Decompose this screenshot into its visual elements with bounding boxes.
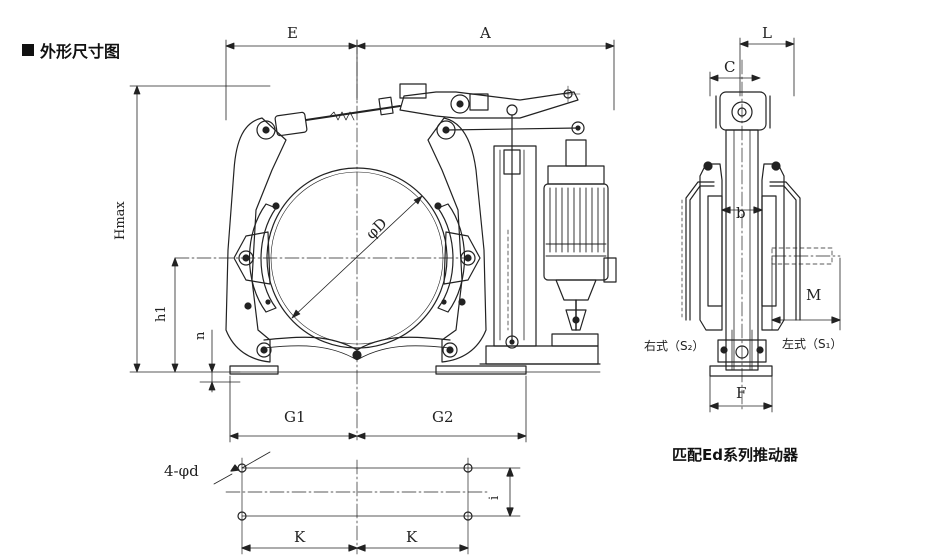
- label-L: L: [762, 24, 772, 42]
- left-base-plate: [229, 365, 279, 375]
- label-Hmax: Hmax: [113, 201, 128, 240]
- rod-joint: [506, 104, 518, 116]
- left-bottom-pin: [256, 342, 272, 358]
- thruster-fins: [545, 187, 607, 257]
- lower-linkage: [263, 336, 451, 351]
- label-left-type: 左式（S₁）: [782, 336, 842, 351]
- right-brake-arm: [427, 117, 487, 363]
- side-left-lining: [707, 195, 723, 307]
- right-bottom-pin: [442, 342, 458, 358]
- label-C: C: [724, 58, 735, 76]
- left-brake-shoe: [248, 203, 277, 313]
- side-left-shoe: [699, 163, 723, 331]
- right-shoe-pin: [460, 250, 476, 266]
- label-K1: K: [294, 528, 306, 546]
- thruster-base: [551, 333, 599, 347]
- label-M: M: [806, 286, 821, 304]
- frame-top-block: [503, 149, 521, 175]
- thruster-caption: 匹配Ed系列推动器: [672, 446, 799, 464]
- thruster-terminal-box: [603, 257, 617, 283]
- right-brake-shoe: [437, 203, 466, 313]
- label-b: b: [736, 204, 746, 222]
- right-base-plate: [435, 365, 527, 375]
- dim-E: [225, 39, 615, 121]
- thruster-head: [547, 165, 605, 185]
- side-right-shoe: [761, 163, 785, 331]
- side-left-bracket-2: [685, 181, 715, 321]
- side-left-bracket: [689, 185, 715, 321]
- dim-L-C: [709, 37, 795, 97]
- label-n: n: [193, 331, 208, 340]
- dim-G: [229, 375, 527, 443]
- brake-drum-inner: [270, 171, 444, 345]
- side-view: L C b M: [681, 24, 841, 413]
- thruster-lower: [555, 279, 597, 301]
- mount-hole-2: [463, 463, 473, 473]
- left-arm-pivot: [256, 120, 276, 140]
- front-view: E A Hmax h1 n: [113, 24, 617, 441]
- label-K2: K: [406, 528, 418, 546]
- base-hole-view: [213, 451, 521, 555]
- side-arm-plates: [725, 129, 759, 371]
- side-bottom-bracket: [717, 339, 767, 363]
- label-h1: h1: [154, 305, 169, 322]
- shoe-bolts: [244, 202, 466, 310]
- thruster-mount: [485, 345, 599, 365]
- top-lever: [399, 91, 579, 119]
- label-G2: G2: [432, 408, 454, 426]
- label-right-type: 右式（S₂）: [644, 338, 704, 353]
- adjust-nut: [378, 96, 394, 116]
- label-A: A: [479, 24, 491, 42]
- side-top-bracket: [719, 91, 767, 131]
- thruster-foot: [565, 309, 587, 331]
- center-bottom-pin: [352, 350, 362, 360]
- mount-hole-3: [237, 511, 247, 521]
- left-brake-arm: [225, 117, 287, 363]
- title-text: 外形尺寸图: [40, 42, 121, 61]
- lever-bracket: [399, 83, 427, 99]
- label-i: i: [487, 496, 502, 500]
- right-shoe-bracket: [443, 231, 481, 285]
- side-bottom-pin: [735, 345, 749, 359]
- frame-bottom-pin: [505, 335, 519, 349]
- thruster-top-pin: [571, 121, 585, 135]
- side-thruster-rod: [771, 247, 833, 265]
- side-top-pin: [731, 101, 753, 123]
- lever-pivot: [450, 94, 470, 114]
- page-title: 外形尺寸图: [22, 38, 120, 62]
- left-shoe-pin: [238, 250, 254, 266]
- brake-drum: [266, 167, 448, 349]
- spring-coil: [329, 111, 355, 121]
- label-E: E: [287, 24, 298, 42]
- side-right-bracket: [769, 185, 797, 321]
- side-right-bracket-2: [769, 181, 801, 321]
- label-G1: G1: [284, 408, 306, 426]
- spring-rod: [305, 105, 401, 121]
- side-right-lining: [761, 195, 777, 307]
- thruster-cap: [565, 139, 587, 167]
- label-phiD: φD: [362, 214, 391, 243]
- mount-hole-4: [463, 511, 473, 521]
- left-shoe-bracket: [233, 231, 271, 285]
- side-base-plate: [709, 365, 773, 377]
- diameter-line: [291, 195, 423, 319]
- title-bullet: [22, 44, 34, 56]
- spring-cylinder: [274, 111, 308, 137]
- label-holes: 4-φd: [164, 462, 199, 480]
- dim-heights: [129, 85, 271, 393]
- label-F: F: [736, 384, 746, 402]
- lever-block: [469, 93, 489, 111]
